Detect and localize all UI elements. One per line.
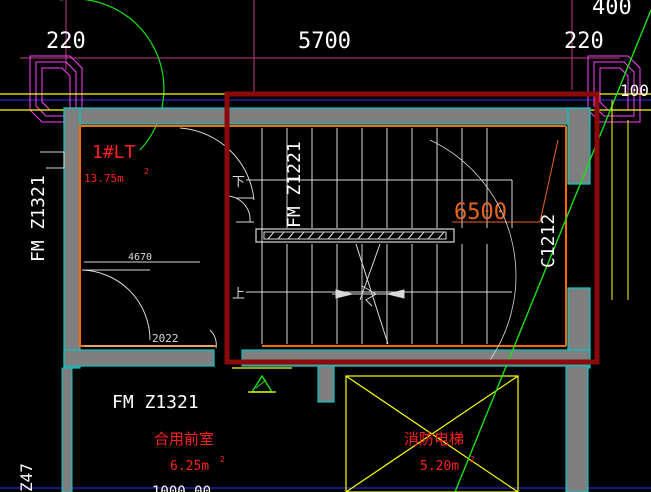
elevation-leader [452, 139, 559, 223]
dim-right-220: 220 [564, 29, 604, 54]
inner-dim-lines [84, 261, 214, 347]
right-door-label: C1212 [538, 214, 559, 268]
stair-door-label: FM Z1221 [284, 141, 305, 228]
stair-up-label: 上 [232, 287, 245, 302]
green-marker [232, 367, 292, 393]
elevation-label: 6500 [454, 200, 507, 225]
stair-room-name: 1#LT [92, 142, 136, 163]
green-arc-right [429, 139, 517, 361]
door-swings [40, 127, 255, 349]
bottom-left-label: Z47 [17, 463, 36, 492]
grid-lines [0, 99, 651, 489]
green-diagonal [454, 9, 651, 492]
stair-room-area-sup: 2 [144, 167, 149, 176]
stair-break-symbol [332, 243, 405, 345]
bottom-partial-text: 1000 00 [152, 484, 211, 492]
stair-direction-ticks [246, 179, 262, 293]
stair-handrail [255, 228, 455, 243]
dim-center-5700: 5700 [298, 29, 351, 54]
dim-4670: 4670 [128, 252, 152, 263]
stair-walls [61, 107, 591, 492]
lobby-area: 6.25m [170, 459, 209, 474]
lobby-area-sup: 2 [220, 455, 225, 464]
pink-axis-lines [20, 0, 620, 92]
dim-left-220: 220 [46, 29, 86, 54]
dim-2022: 2022 [152, 332, 179, 345]
elevator-name: 消防电梯 [404, 430, 464, 448]
lobby-door-label: FM Z1321 [112, 392, 199, 413]
left-door-label: FM Z1321 [28, 175, 49, 262]
dim-top-right-400: 400 [592, 0, 632, 20]
dim-right-edge-100: 100 [620, 81, 649, 100]
elevator-area: 5.20m [420, 459, 459, 474]
stair-down-label: 下 [232, 175, 245, 190]
lobby-name: 合用前室 [154, 430, 214, 448]
stair-treads [261, 128, 513, 344]
selection-rectangle[interactable] [224, 91, 600, 365]
right-side-lines [611, 100, 629, 300]
stair-room-area: 13.75m [84, 172, 124, 185]
elevator-area-sup: 2 [470, 455, 475, 464]
